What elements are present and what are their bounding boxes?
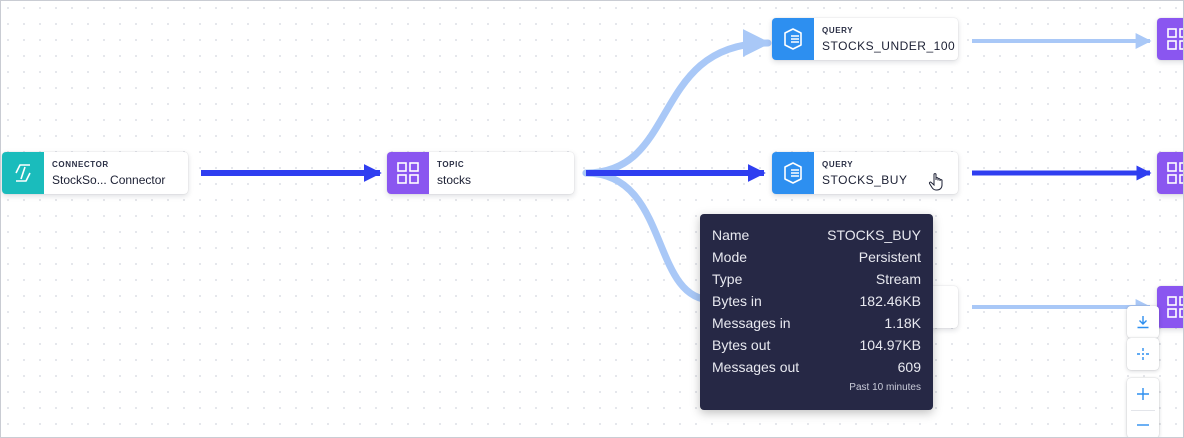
tooltip-timeframe: Past 10 minutes bbox=[849, 382, 921, 393]
zoom-controls bbox=[1127, 378, 1159, 438]
tooltip-row-bytes-out: Bytes out 104.97KB bbox=[712, 334, 921, 356]
query-node-stocks-under-100[interactable]: QUERY STOCKS_UNDER_100 bbox=[772, 18, 958, 60]
zoom-in-icon[interactable] bbox=[1127, 378, 1159, 410]
download-icon[interactable] bbox=[1127, 306, 1159, 338]
tooltip-label: Messages out bbox=[712, 359, 800, 375]
tooltip-row-bytes-in: Bytes in 182.46KB bbox=[712, 290, 921, 312]
edge-topic-to-query-hidden bbox=[582, 169, 716, 304]
fit-view-icon[interactable] bbox=[1127, 338, 1159, 370]
topic-node[interactable]: TOPIC stocks bbox=[387, 152, 574, 194]
hand-cursor-icon bbox=[928, 173, 943, 191]
zoom-out-icon[interactable] bbox=[1127, 411, 1159, 438]
node-name-label: STOCKS_BUY bbox=[822, 172, 908, 187]
fit-view-control[interactable] bbox=[1127, 338, 1159, 370]
tooltip-value: 1.18K bbox=[884, 315, 921, 331]
node-name-label: StockSo... Connector bbox=[52, 172, 166, 187]
node-name-label: stocks bbox=[437, 172, 472, 187]
edge-topic-to-query-under-100 bbox=[582, 29, 772, 177]
topic-icon bbox=[1157, 152, 1184, 194]
node-kind-label: QUERY bbox=[822, 159, 854, 169]
tooltip-label: Name bbox=[712, 227, 750, 243]
tooltip-row-mode: Mode Persistent bbox=[712, 246, 921, 268]
tooltip-label: Messages in bbox=[712, 315, 791, 331]
connector-icon bbox=[2, 152, 44, 194]
sink-topic-node[interactable] bbox=[1157, 152, 1184, 194]
tooltip-value: Persistent bbox=[858, 249, 921, 265]
tooltip-row-messages-in: Messages in 1.18K bbox=[712, 312, 921, 334]
sink-topic-node[interactable] bbox=[1157, 286, 1184, 328]
topic-icon bbox=[1157, 18, 1184, 60]
download-control[interactable] bbox=[1127, 306, 1159, 338]
node-kind-label: TOPIC bbox=[437, 159, 465, 169]
query-node-stocks-buy[interactable]: QUERY STOCKS_BUY bbox=[772, 152, 958, 194]
query-stats-tooltip: Name STOCKS_BUY Mode Persistent Type Str… bbox=[700, 214, 933, 410]
query-icon bbox=[772, 152, 814, 194]
tooltip-value: 104.97KB bbox=[859, 337, 922, 353]
node-name-label: STOCKS_UNDER_100 bbox=[822, 38, 956, 53]
tooltip-label: Bytes out bbox=[712, 337, 771, 353]
tooltip-row-type: Type Stream bbox=[712, 268, 921, 290]
zoom-divider bbox=[1131, 410, 1155, 411]
topic-icon bbox=[387, 152, 429, 194]
tooltip-label: Mode bbox=[712, 249, 748, 265]
node-kind-label: CONNECTOR bbox=[52, 159, 109, 169]
tooltip-value: STOCKS_BUY bbox=[827, 227, 921, 243]
tooltip-value: 182.46KB bbox=[859, 293, 922, 309]
tooltip-label: Bytes in bbox=[712, 293, 762, 309]
tooltip-value: Stream bbox=[875, 271, 921, 287]
topic-icon bbox=[1157, 286, 1184, 328]
query-icon bbox=[772, 18, 814, 60]
sink-topic-node[interactable] bbox=[1157, 18, 1184, 60]
tooltip-row-name: Name STOCKS_BUY bbox=[712, 224, 921, 246]
tooltip-label: Type bbox=[712, 271, 743, 287]
node-kind-label: QUERY bbox=[822, 25, 854, 35]
tooltip-row-messages-out: Messages out 609 bbox=[712, 356, 921, 378]
connector-node[interactable]: CONNECTOR StockSo... Connector bbox=[2, 152, 188, 194]
tooltip-value: 609 bbox=[897, 359, 921, 375]
